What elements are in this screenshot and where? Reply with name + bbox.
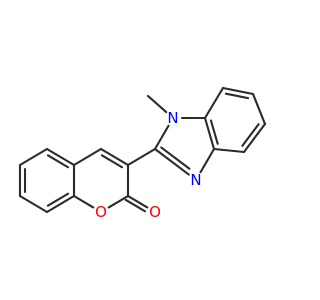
bond-c2-o1 [107,194,130,209]
bond-n3-c2-double [160,146,191,170]
bond-c4a-c4 [72,147,103,167]
atom-o2: O [149,203,161,221]
bond-c6-c5 [251,92,267,126]
bond-c2-carbonyl [126,194,149,209]
bond-c7a-c3a-double [209,119,219,145]
bond-c7a-c7 [203,86,225,120]
bond-layer [18,86,267,214]
bond-c4-c3a [212,147,246,154]
bond-coumarin-benzo-5-double [46,154,70,169]
atom-n3: N [190,171,201,189]
bond-c3a-n3 [199,147,216,174]
bond-c5-c4-double [241,123,260,147]
atom-n1: N [167,109,178,127]
bond-coumarin-benzo-5 [45,147,76,167]
atom-o1: O [95,203,107,221]
bond-c7a-c3a [203,116,216,151]
bond-c3-imidazole-c2 [126,147,157,167]
atom-label-layer: N N O O [95,109,202,221]
bond-coumarin-benzo-2 [18,194,49,214]
bond-c4-c3 [99,147,130,167]
bond-c5-c4 [242,122,267,154]
bond-c7-c6 [221,86,255,96]
bond-c2-carbonyl-double [124,198,147,213]
bond-c4-c3-double [100,154,124,169]
bond-n3-c2 [153,147,190,176]
molecule-structure-diagram: N N O O [18,86,267,221]
bond-coumarin-benzo-6 [18,147,49,167]
bond-n1-methyl [146,94,168,114]
bond-c2-n1 [153,124,170,151]
bond-coumarin-benzo-3 [45,194,76,214]
bond-c7-c6-double [224,92,250,100]
bond-o1-c8a [72,194,95,209]
bond-coumarin-benzo-3-double [46,192,70,207]
